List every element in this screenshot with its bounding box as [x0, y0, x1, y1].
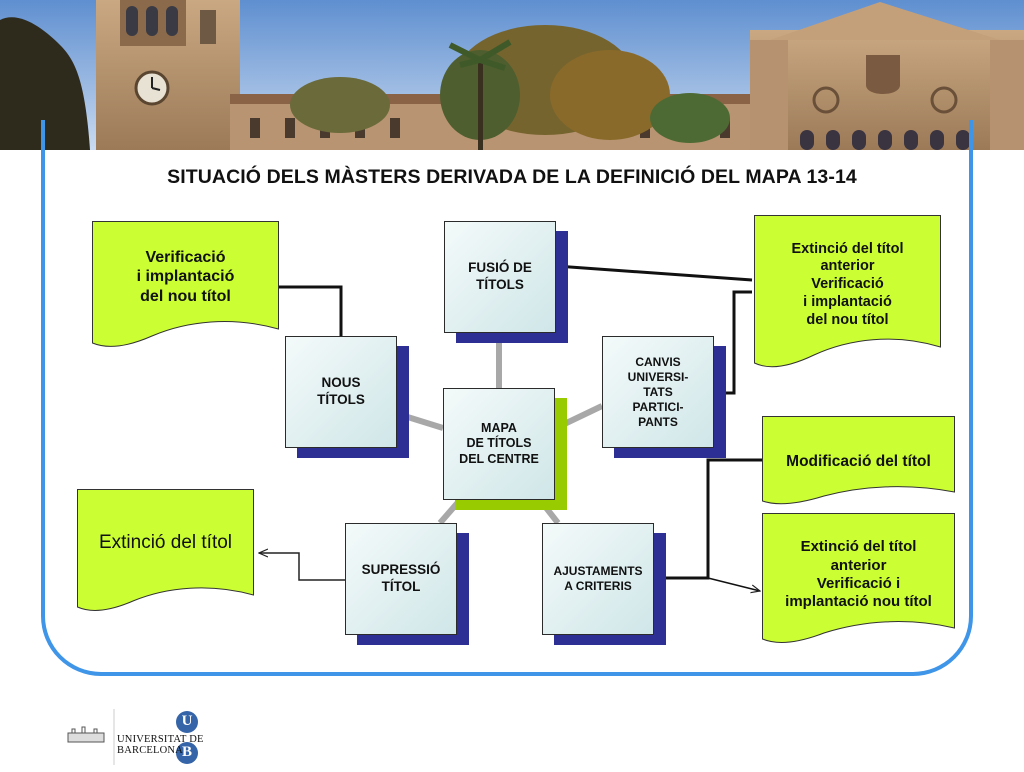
arrow-supressio-extincio — [259, 553, 345, 581]
node-face: MAPA DE TÍTOLS DEL CENTRE — [443, 388, 555, 500]
node-label: SUPRESSIÓ TÍTOL — [361, 562, 441, 594]
connector-fusio-extincio — [555, 264, 753, 282]
doc-label: Verificació i implantació del nou títol — [136, 248, 235, 305]
doc-extincio-verificacio: Extinció del títol anterior Verificació … — [754, 215, 941, 375]
diagram-title: SITUACIÓ DELS MÀSTERS DERIVADA DE LA DEF… — [167, 166, 857, 188]
doc-shape — [762, 513, 955, 643]
logo-name: UNIVERSITAT DE BARCELONA — [117, 734, 204, 756]
node-nous-titols: NOUS TÍTOLS — [285, 336, 409, 458]
doc-extincio: Extinció del títol — [77, 489, 254, 619]
connectors — [278, 264, 762, 580]
doc-label: Modificació del títol — [786, 452, 931, 470]
doc-shape — [754, 215, 941, 368]
doc-extincio-verificacio-2: Extinció del títol anterior Verificació … — [762, 513, 955, 651]
logo-letter-u: U — [181, 713, 193, 729]
university-logo: U B UNIVERSITAT DE BARCELONA — [54, 707, 268, 767]
node-face: CANVIS UNIVERSI- TATS PARTICI- PANTS — [602, 336, 714, 448]
node-fusio-titols: FUSIÓ DE TÍTOLS — [444, 221, 568, 343]
doc-label: Extinció del títol anterior Verificació … — [791, 240, 904, 328]
node-label: NOUS TÍTOLS — [317, 375, 365, 407]
node-supressio-titol: SUPRESSIÓ TÍTOL — [345, 523, 469, 645]
node-ajustaments-criteris: AJUSTAMENTS A CRITERIS — [542, 523, 666, 645]
doc-shape — [762, 416, 955, 505]
connector-nous-verificacio — [278, 285, 343, 336]
node-mapa-titols-centre: MAPA DE TÍTOLS DEL CENTRE — [443, 388, 567, 510]
node-face: FUSIÓ DE TÍTOLS — [444, 221, 556, 333]
node-face: AJUSTAMENTS A CRITERIS — [542, 523, 654, 635]
doc-modificacio: Modificació del títol — [762, 416, 955, 508]
node-canvis-universitats: CANVIS UNIVERSI- TATS PARTICI- PANTS — [602, 336, 726, 458]
doc-shape — [92, 221, 279, 347]
node-label: CANVIS UNIVERSI- TATS PARTICI- PANTS — [627, 354, 689, 429]
header-photo — [0, 0, 1024, 150]
node-label: MAPA DE TÍTOLS DEL CENTRE — [459, 420, 539, 466]
node-label: FUSIÓ DE TÍTOLS — [468, 260, 532, 292]
connector-ajustaments-split — [654, 458, 762, 580]
arrow-ajustaments-extincio-verificacio — [707, 577, 760, 591]
doc-label: Extinció del títol — [98, 532, 233, 554]
node-label: AJUSTAMENTS A CRITERIS — [553, 564, 643, 593]
logo-mark — [67, 709, 198, 765]
diagram-frame — [41, 120, 973, 676]
doc-verificacio: Verificació i implantació del nou títol — [92, 221, 279, 351]
doc-label: Extinció del títol anterior Verificació … — [785, 538, 932, 611]
doc-shape — [77, 489, 254, 611]
node-face: SUPRESSIÓ TÍTOL — [345, 523, 457, 635]
logo-letter-b: B — [181, 744, 192, 760]
node-face: NOUS TÍTOLS — [285, 336, 397, 448]
